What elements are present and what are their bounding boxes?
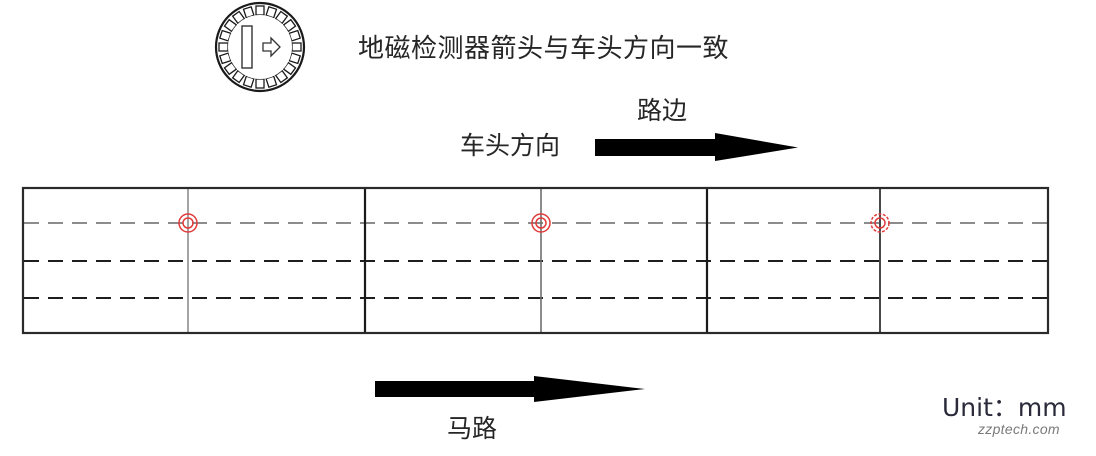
road-label: 马路 bbox=[447, 414, 498, 443]
sensor-marker-bay-2 bbox=[531, 213, 551, 233]
geomagnetic-sensor-icon bbox=[214, 1, 306, 93]
watermark: zzptech.com bbox=[978, 421, 1060, 437]
sensor-marker-bay-3 bbox=[870, 213, 890, 233]
road-direction-arrow bbox=[375, 376, 645, 402]
roadside-label: 路边 bbox=[637, 96, 688, 125]
unit-label: Unit：mm bbox=[942, 393, 1067, 422]
heading-direction-arrow bbox=[595, 133, 798, 161]
parking-grid-border bbox=[21, 186, 1050, 335]
page-title: 地磁检测器箭头与车头方向一致 bbox=[358, 34, 730, 64]
sensor-marker-bay-1 bbox=[178, 213, 198, 233]
heading-direction-label: 车头方向 bbox=[460, 131, 561, 160]
parking-grid bbox=[21, 186, 1050, 335]
